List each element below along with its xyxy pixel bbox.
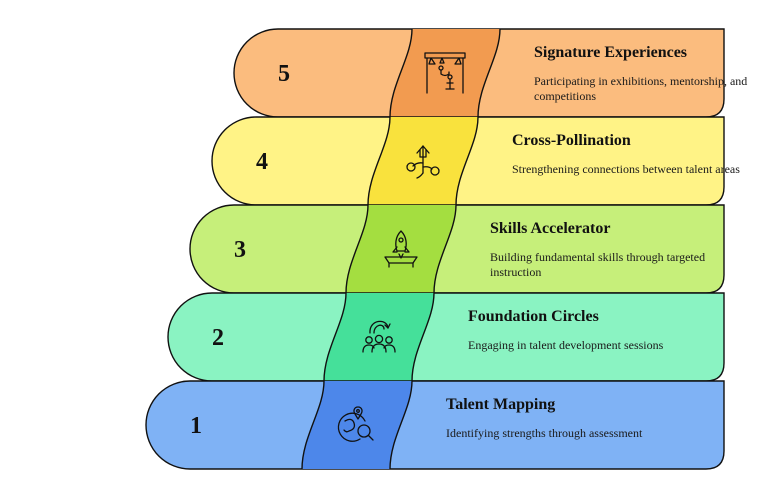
step-title: Talent Mapping	[446, 396, 555, 413]
step-number: 2	[212, 325, 224, 351]
step-2-band	[167, 292, 725, 382]
step-title: Foundation Circles	[468, 308, 599, 325]
step-description: Engaging in talent development sessions	[468, 338, 664, 352]
step-number: 3	[234, 237, 246, 263]
step-title: Skills Accelerator	[490, 220, 610, 237]
step-4-band	[211, 116, 725, 206]
step-1-icon-panel	[302, 381, 412, 469]
step-description: Building fundamental skills through targ…	[490, 250, 705, 264]
step-3-icon-panel	[346, 205, 456, 293]
step-description: competitions	[534, 89, 596, 103]
growth-plant-icon	[406, 145, 440, 179]
step-description: Identifying strengths through assessment	[446, 426, 643, 440]
step-description: Participating in exhibitions, mentorship…	[534, 74, 747, 88]
rocket-launch-icon	[384, 230, 418, 268]
step-title: Cross-Pollination	[512, 132, 631, 149]
people-circle-icon	[362, 320, 396, 353]
step-description: instruction	[490, 265, 541, 279]
step-5-icon-panel	[390, 29, 500, 117]
step-description: Strengthening connections between talent…	[512, 162, 740, 176]
globe-search-icon	[337, 406, 374, 442]
step-3-band	[189, 204, 725, 294]
step-1-band	[145, 380, 725, 470]
stage-spotlight-icon	[424, 52, 466, 94]
step-title: Signature Experiences	[534, 44, 687, 61]
step-number: 4	[256, 149, 268, 175]
step-number: 1	[190, 413, 202, 439]
step-2-icon-panel	[324, 293, 434, 381]
step-number: 5	[278, 61, 290, 87]
